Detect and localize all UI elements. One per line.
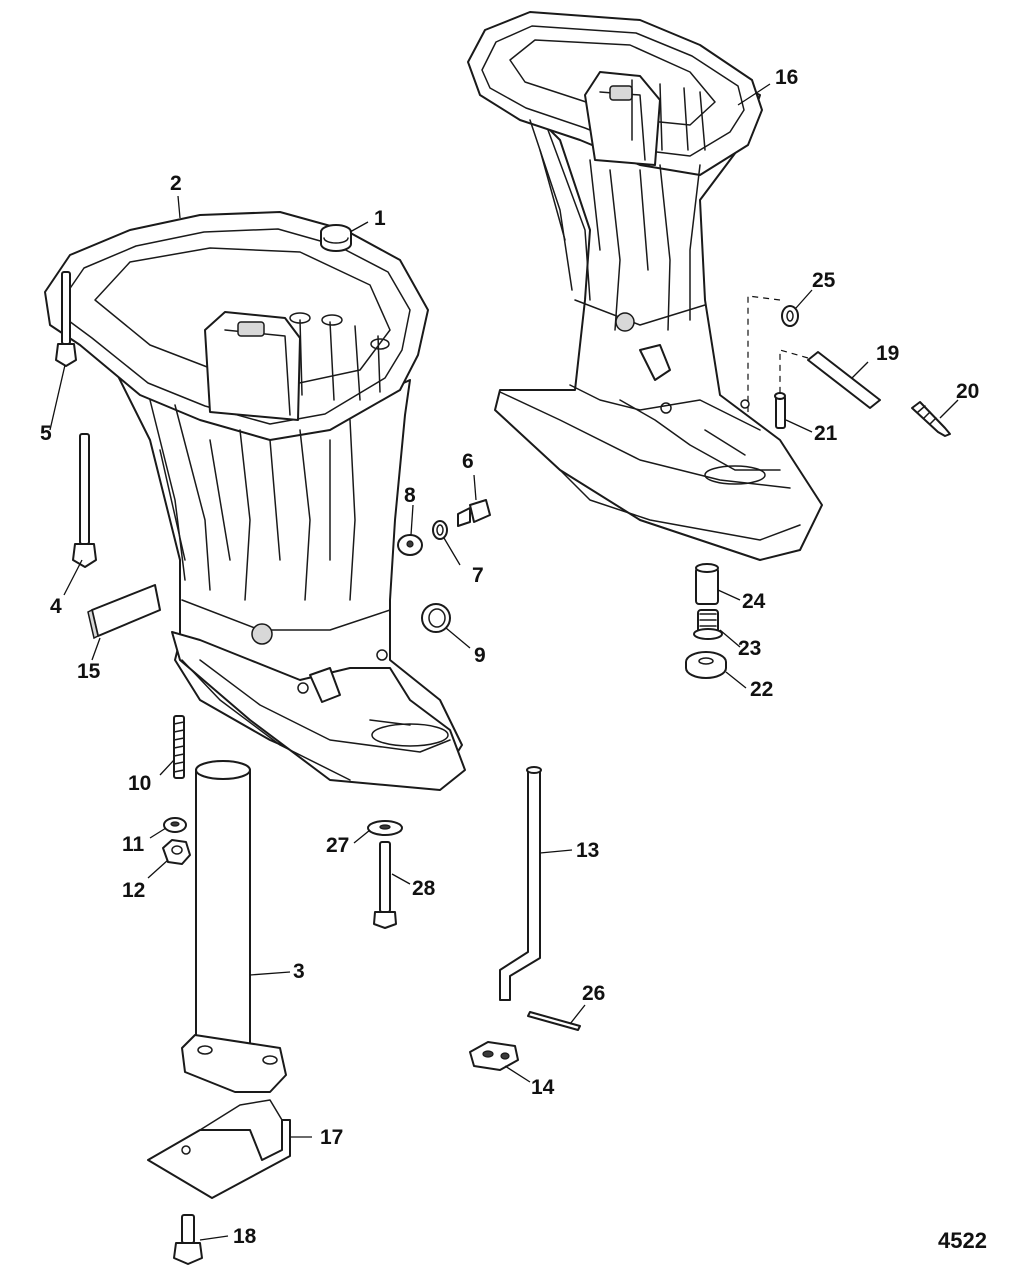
part-18-bolt [173, 1214, 203, 1265]
callout-27: 27 [326, 834, 349, 857]
part-23-bushing [693, 609, 723, 640]
part-5-bolt [55, 271, 77, 367]
part-24-bushing [695, 563, 719, 605]
part-13-rod [499, 766, 542, 1001]
callout-12: 12 [122, 879, 145, 902]
callout-15: 15 [77, 660, 101, 683]
part-21-fitting [774, 392, 786, 429]
part-25-washer [781, 305, 799, 327]
part-2-driveshaft-housing [44, 211, 466, 791]
callout-18: 18 [233, 1225, 257, 1248]
callout-19: 19 [876, 342, 899, 365]
part-4-bolt [72, 433, 97, 568]
part-27-washer [367, 820, 403, 836]
callout-21: 21 [814, 422, 838, 445]
callout-17: 17 [320, 1126, 343, 1149]
part-28-bolt [373, 841, 397, 929]
callout-16: 16 [775, 66, 798, 89]
callout-labels: 1 2 3 4 5 6 7 8 9 10 11 12 13 14 15 16 1… [40, 66, 979, 1248]
callout-3: 3 [293, 960, 305, 983]
callout-26: 26 [582, 982, 605, 1005]
part-11-washer [163, 817, 187, 833]
part-10-stud [173, 715, 185, 779]
callout-20: 20 [956, 380, 979, 403]
part-12-nut [162, 839, 191, 865]
part-22-washer [685, 651, 727, 679]
part-7-washer [432, 520, 448, 540]
callout-13: 13 [576, 839, 599, 862]
part-3-tube [181, 760, 287, 1093]
part-16-driveshaft-housing-long [467, 11, 823, 561]
part-19-pin [807, 351, 881, 409]
callout-4: 4 [50, 595, 62, 618]
part-8-washer [397, 534, 423, 556]
part-14-coupler [469, 1041, 519, 1071]
callout-9: 9 [474, 644, 486, 667]
part-6-plug [457, 499, 491, 527]
callout-14: 14 [531, 1076, 555, 1099]
callout-10: 10 [128, 772, 151, 795]
part-1-seal [320, 224, 352, 252]
callout-7: 7 [472, 564, 484, 587]
part-9-seal [421, 603, 451, 633]
part-15-pad [87, 584, 161, 640]
part-26-pin [527, 1011, 581, 1031]
figure-number: 4522 [938, 1228, 987, 1253]
callout-8: 8 [404, 484, 416, 507]
callout-5: 5 [40, 422, 52, 445]
callout-11: 11 [122, 833, 145, 856]
callout-24: 24 [742, 590, 766, 613]
part-20-screw [911, 401, 951, 437]
callout-28: 28 [412, 877, 436, 900]
callout-1: 1 [374, 207, 386, 230]
leader-lines [49, 83, 959, 1241]
callout-2: 2 [170, 172, 182, 195]
callout-6: 6 [462, 450, 474, 473]
callout-22: 22 [750, 678, 773, 701]
callout-23: 23 [738, 637, 761, 660]
part-17-bracket [147, 1099, 291, 1199]
callout-25: 25 [812, 269, 836, 292]
